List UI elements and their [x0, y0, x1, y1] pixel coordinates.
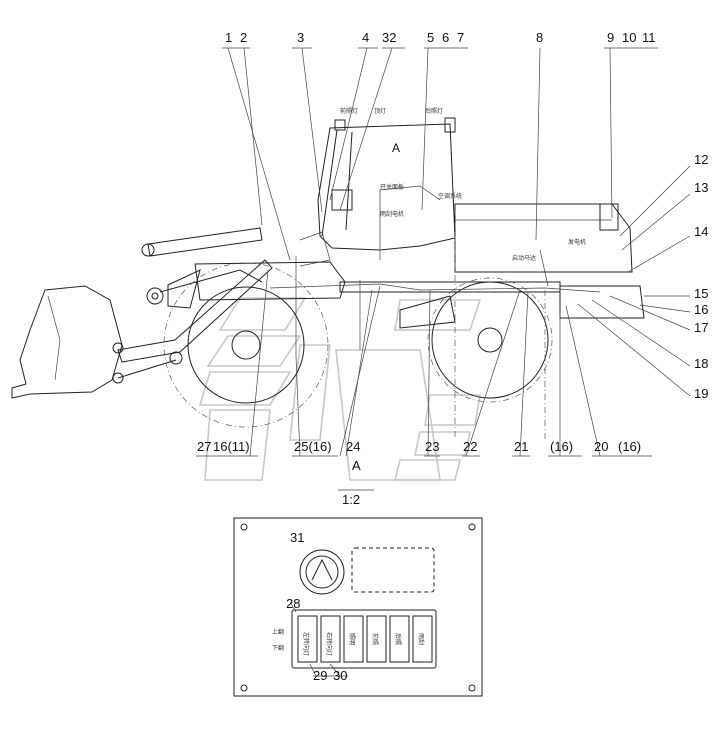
callout-30: 30: [333, 668, 347, 683]
callout-18: 18: [694, 356, 708, 371]
callout-25-16: 25(16): [294, 439, 332, 454]
display-window: [351, 547, 435, 593]
callout-13: 13: [694, 180, 708, 195]
callout-leaders-top: [222, 47, 658, 261]
switch-text-2: 右转向灯: [325, 632, 333, 656]
row-label-up: 上翻: [272, 628, 284, 636]
loader-side-view: [11, 117, 645, 440]
callout-3: 3: [297, 30, 304, 45]
note-front-light: 前照灯: [340, 107, 358, 115]
note-starter: 启动马达: [512, 254, 536, 262]
callout-leaders-bottom: [196, 269, 652, 457]
wiring-harness: [269, 283, 601, 293]
callout-7: 7: [457, 30, 464, 45]
row-label-down: 下翻: [272, 644, 284, 652]
switch-5: [389, 615, 410, 663]
bucket: [11, 285, 123, 399]
callout-28: 28: [286, 596, 300, 611]
switch-text-6: 雨刮: [417, 633, 425, 645]
ignition-switch: [299, 549, 345, 595]
callout-14: 14: [694, 224, 708, 239]
switch-text-1: 左转向灯: [302, 632, 310, 656]
switch-text-4: 前照: [371, 633, 379, 645]
callout-23: 23: [425, 439, 439, 454]
note-switch-panel: 开关面板: [380, 183, 404, 191]
switch-6: [412, 615, 433, 663]
callout-27: 27: [197, 439, 211, 454]
callout-32: 32: [382, 30, 396, 45]
callout-leaders-right: [577, 165, 691, 397]
callout-21: 21: [514, 439, 528, 454]
callout-6: 6: [442, 30, 449, 45]
callout-16-paren: (16): [550, 439, 573, 454]
callout-1: 1: [225, 30, 232, 45]
callout-20: 20: [594, 439, 608, 454]
switch-3: [343, 615, 364, 663]
section-scale: 1:2: [342, 492, 360, 507]
callout-9: 9: [607, 30, 614, 45]
callout-5: 5: [427, 30, 434, 45]
switch-text-5: 后照: [394, 633, 402, 645]
callout-22: 22: [463, 439, 477, 454]
callout-24: 24: [346, 439, 360, 454]
callout-10: 10: [622, 30, 636, 45]
callout-16-paren-2: (16): [618, 439, 641, 454]
watermark-logo: [198, 297, 482, 481]
switch-1: [297, 615, 318, 663]
callout-16-11: 16(11): [213, 439, 250, 454]
section-label: A: [352, 458, 361, 473]
note-rear-light: 后照灯: [425, 107, 443, 115]
switch-4: [366, 615, 387, 663]
note-ac: 空调系统: [438, 192, 462, 200]
note-wiper: 雨刮电机: [380, 210, 404, 218]
callout-31: 31: [290, 530, 304, 545]
callout-4: 4: [362, 30, 369, 45]
callout-8: 8: [536, 30, 543, 45]
callout-17: 17: [694, 320, 708, 335]
front-wheel: [187, 286, 305, 404]
switch-text-3: 照明: [348, 633, 355, 645]
callout-2: 2: [240, 30, 247, 45]
callout-15: 15: [694, 286, 708, 301]
callout-16: 16: [694, 302, 708, 317]
note-section-a: A: [392, 141, 400, 155]
engine-hood: [454, 203, 633, 273]
callout-19: 19: [694, 386, 708, 401]
boom-arm: [117, 259, 273, 363]
note-top-light: 顶灯: [374, 107, 386, 115]
note-generator: 发电机: [568, 238, 586, 246]
switch-panel-detail: [233, 517, 483, 697]
callout-12: 12: [694, 152, 708, 167]
switch-2: [320, 615, 341, 663]
callout-11: 11: [642, 30, 656, 45]
callout-29: 29: [313, 668, 327, 683]
